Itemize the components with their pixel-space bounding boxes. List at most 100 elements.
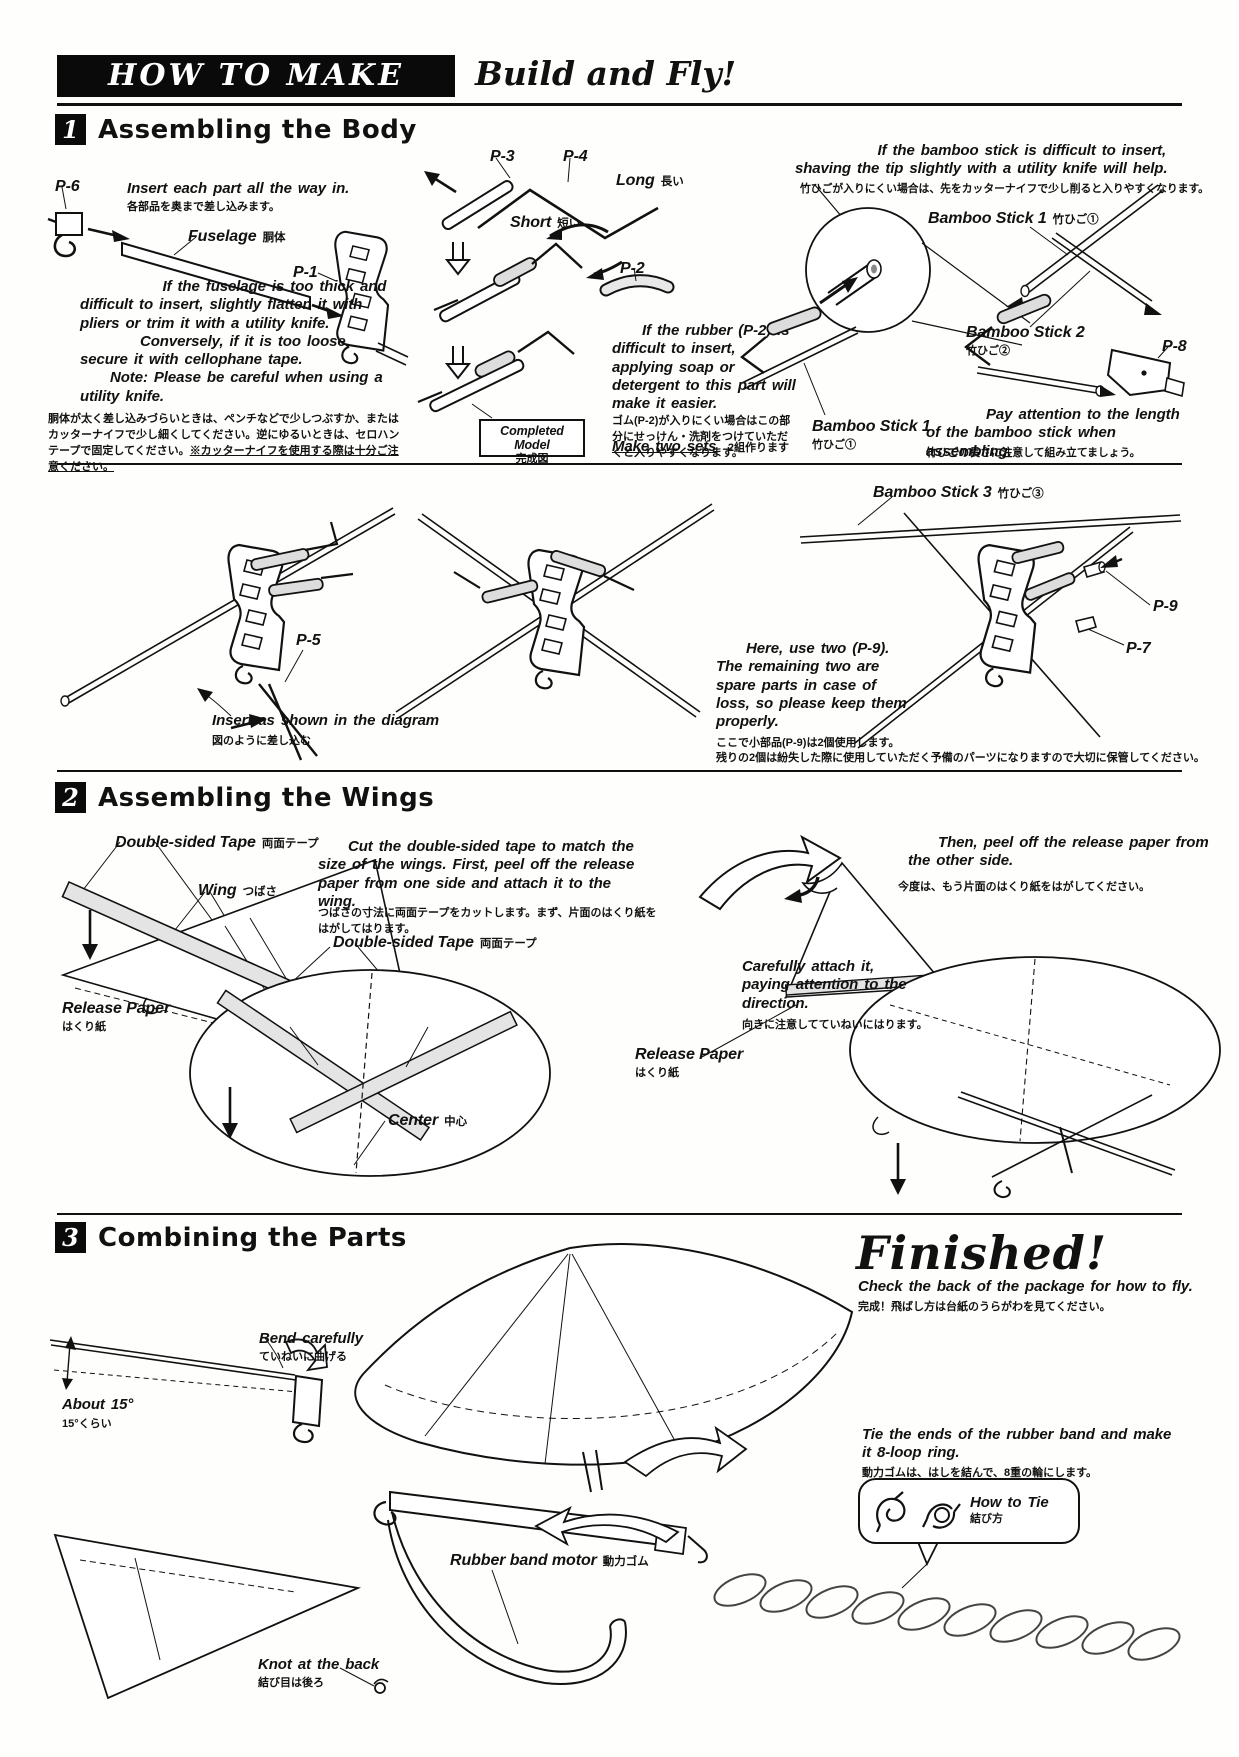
how-to-make-banner: HOW TO MAKE <box>57 55 455 97</box>
label-bamboo-stick-1b: Bamboo Stick 1 <box>812 418 931 435</box>
frame-sticks <box>957 1091 1176 1199</box>
body-arrow <box>311 303 344 319</box>
corner-curl <box>872 1116 890 1136</box>
section1-number-badge: 1 <box>55 114 86 145</box>
final-assembly-diagram <box>49 1243 1181 1700</box>
how-to-tie-callout: How to Tie 結び方 <box>858 1478 1080 1544</box>
magnifier-inset <box>805 207 1031 346</box>
label-p6: P-6 <box>55 178 80 195</box>
press-arrow <box>82 910 98 960</box>
p9-note-en: Here, use two (P-9). The remaining two a… <box>716 640 907 731</box>
p6-hook-part <box>47 186 83 258</box>
front-stick-bent <box>49 1336 299 1393</box>
bamboo-stick-diagram <box>740 184 1185 416</box>
section1-heading: 1 Assembling the Body <box>55 114 417 145</box>
lower-crank-art <box>740 306 859 416</box>
tail-wing <box>53 1533 362 1700</box>
section2-number-badge: 2 <box>55 782 86 813</box>
center-leader <box>353 1120 386 1166</box>
label-p8: P-8 <box>1162 338 1187 355</box>
label-p3: P-3 <box>490 148 515 165</box>
bamboo-note-ja: 竹ひごが入りにくい場合は、先をカッターナイフで少し削ると入りやすくなります。 <box>800 183 1209 195</box>
step-down-arrow-2 <box>446 345 470 379</box>
center-fold-line <box>355 972 373 1174</box>
crank-sleeves <box>453 550 635 604</box>
bamboo-stick-3-long <box>799 514 1182 544</box>
insert-diagram-note-en: Insert as shown in the diagram <box>212 712 440 729</box>
knot-note-en: Knot at the back <box>258 1656 380 1673</box>
crank-sleeves <box>1011 541 1076 601</box>
press-arrow <box>890 1143 906 1195</box>
tail-wires <box>375 342 409 366</box>
knot-note-ja: 結び目は後ろ <box>258 1677 324 1689</box>
crank-wire-diagram <box>417 157 675 419</box>
page-title: Build and Fly! <box>475 54 737 93</box>
label-release-1-ja: はくり紙 <box>62 1021 106 1033</box>
bend-arrow <box>284 1338 328 1372</box>
label-p7: P-7 <box>1126 640 1151 657</box>
section3-heading: 3 Combining the Parts <box>55 1222 407 1253</box>
section2-divider <box>57 1213 1182 1215</box>
peel-note-ja: 今度は、もう片面のはくり紙をはがしてください。 <box>898 881 1151 893</box>
bamboo-note-en: If the bamboo stick is difficult to inse… <box>795 142 1168 178</box>
step-down-arrow-1 <box>446 241 470 275</box>
tie-note-en: Tie the ends of the rubber band and make… <box>862 1426 1172 1462</box>
rubber-note-ja: ゴム(P-2)が入りにくい場合はこの部分にせっけん・洗剤をつけていただくと入りや… <box>612 415 791 459</box>
insert-each-note-en: Insert each part all the way in. <box>127 180 350 197</box>
bend-note-en: Bend carefully <box>259 1330 363 1347</box>
p9-note-ja2: 残りの2個は紛失した際に使用していただく予備のパーツになりますので大切に保管して… <box>716 752 1205 764</box>
bamboo-stick-3-art <box>976 366 1116 397</box>
section1-title: Assembling the Body <box>98 114 417 145</box>
completed-model-en: Completed Model <box>500 424 564 452</box>
cut-note-ja: つばさの寸法に両面テープをカットします。まず、片面のはくり紙をはがしてはります。 <box>318 907 657 935</box>
check-back-note-en: Check the back of the package for how to… <box>858 1278 1193 1295</box>
label-release-2-ja: はくり紙 <box>635 1067 679 1079</box>
angle-note-en: About 15° <box>62 1396 134 1413</box>
completed-model-ja: 完成図 <box>515 453 549 465</box>
crank-wires <box>250 521 354 597</box>
label-bamboo-stick-2-ja: 竹ひご② <box>966 345 1010 357</box>
p8-wing-mount-part <box>1106 346 1185 398</box>
rubber-band-loop <box>339 1511 627 1694</box>
peel-film-diagram <box>698 834 955 1000</box>
finished-title: Finished! <box>856 1226 1108 1280</box>
completed-model-box: Completed Model 完成図 <box>479 419 585 465</box>
section2-title: Assembling the Wings <box>98 782 435 813</box>
section3-title: Combining the Parts <box>98 1222 407 1253</box>
make-two-sets: Make two sets 2組作ります <box>612 438 789 455</box>
insert-diagram-note-ja: 図のように差し込む <box>212 735 311 747</box>
wing-oval <box>849 956 1221 1144</box>
fuselage-note-ja: 胴体が太く差し込みづらいときは、ペンチなどで少しつぶすか、またはカッターナイフで… <box>48 413 400 473</box>
attach-note-en: Carefully attach it, paying attention to… <box>742 958 907 1012</box>
hook-band-arrow <box>623 1425 748 1478</box>
cut-note-en: Cut the double-sided tape to match the s… <box>318 838 635 910</box>
body-part <box>977 543 1037 688</box>
long-stick <box>60 507 396 707</box>
completed-crank <box>417 330 575 419</box>
p2-rubber-tube <box>599 267 675 297</box>
how-to-tie-text: How to Tie 結び方 <box>970 1494 1049 1528</box>
square-knot-icon <box>922 1503 961 1529</box>
insert-arrow <box>87 227 130 242</box>
label-bamboo-stick-1b-ja: 竹ひご① <box>812 439 856 451</box>
section3-number-badge: 3 <box>55 1222 86 1253</box>
pull-arrow <box>424 171 457 194</box>
main-wing <box>354 1243 854 1466</box>
wing-center-tape-diagram <box>189 946 551 1177</box>
tape-strip-right <box>289 1010 518 1134</box>
flip-arrow <box>698 834 842 911</box>
fuselage-note-en: If the fuselage is too thick and difficu… <box>80 278 400 406</box>
press-arrow <box>222 1087 238 1139</box>
rubber-note-en: If the rubber (P-2) is difficult to inse… <box>612 322 796 413</box>
section2-heading: 2 Assembling the Wings <box>55 782 434 813</box>
release2-leader <box>701 1004 797 1058</box>
bend-note-ja: ていねいに曲げる <box>259 1351 347 1363</box>
check-back-note-ja: 完成！飛ばし方は台紙のうらがわを見てください。 <box>858 1301 1111 1313</box>
